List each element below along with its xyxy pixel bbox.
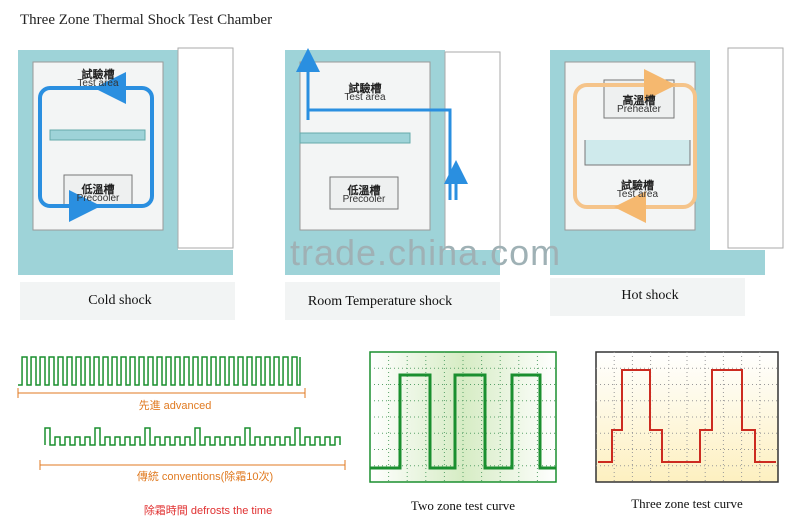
- preheater-label-zh: 高溫槽: [622, 95, 656, 107]
- test-area-label-zh: 試驗槽: [348, 83, 382, 95]
- precooler-label-en: Precooler: [76, 193, 120, 204]
- test-area-label-en: Test area: [77, 78, 119, 89]
- tray: [584, 140, 691, 166]
- chart-grid: [370, 352, 556, 482]
- two-zone-curve: [370, 373, 556, 470]
- two-zone-chart: [369, 351, 557, 483]
- chamber-base: [18, 250, 233, 275]
- two-zone-caption: Two zone test curve: [410, 498, 516, 513]
- precooler-box: [329, 176, 399, 210]
- precooler-label-en: Precooler: [342, 194, 386, 205]
- side-cabinet: [727, 47, 784, 249]
- caption-strip: [550, 278, 745, 316]
- side-cabinet: [444, 51, 501, 253]
- page-title: Three Zone Thermal Shock Test Chamber: [20, 12, 273, 28]
- cold-shock-caption: Cold shock: [88, 293, 152, 308]
- advanced-label: 先進 advanced: [138, 400, 212, 412]
- test-area-label-en: Test area: [344, 92, 386, 103]
- defrost-comparison: [17, 356, 346, 470]
- caption-strip: [20, 282, 235, 320]
- conventional-waveform: [44, 427, 341, 446]
- caption-strip: [285, 282, 500, 320]
- test-area-label-zh: 試驗槽: [621, 180, 654, 192]
- defrosts-time-label: 除霜時間 defrosts the time: [143, 505, 273, 517]
- hot-shock-chamber: [550, 47, 784, 275]
- three-zone-caption: Three zone test curve: [631, 496, 743, 511]
- chamber-base: [550, 250, 765, 275]
- shelf: [299, 132, 411, 144]
- side-cabinet: [177, 47, 234, 249]
- conventions-label: 傳統 conventions(除霜10次): [136, 471, 274, 483]
- chamber-base: [285, 250, 500, 275]
- watermark: trade.china.com: [290, 232, 562, 273]
- advanced-waveform: [18, 356, 301, 386]
- hot-shock-caption: Hot shock: [621, 288, 679, 303]
- room-shock-chamber: [285, 48, 501, 275]
- test-area-label-en: Test area: [616, 189, 659, 200]
- test-area-label-zh: 試驗槽: [81, 69, 115, 81]
- three-zone-curve: [598, 369, 776, 463]
- shelf: [49, 129, 146, 141]
- preheater-label-en: Preheater: [617, 104, 661, 115]
- room-shock-caption: Room Temperature shock: [307, 294, 453, 309]
- precooler-label-zh: 低溫槽: [81, 184, 115, 196]
- precooler-label-zh: 低溫槽: [347, 185, 381, 197]
- cold-shock-chamber: [18, 47, 234, 275]
- three-zone-chart: [595, 351, 779, 483]
